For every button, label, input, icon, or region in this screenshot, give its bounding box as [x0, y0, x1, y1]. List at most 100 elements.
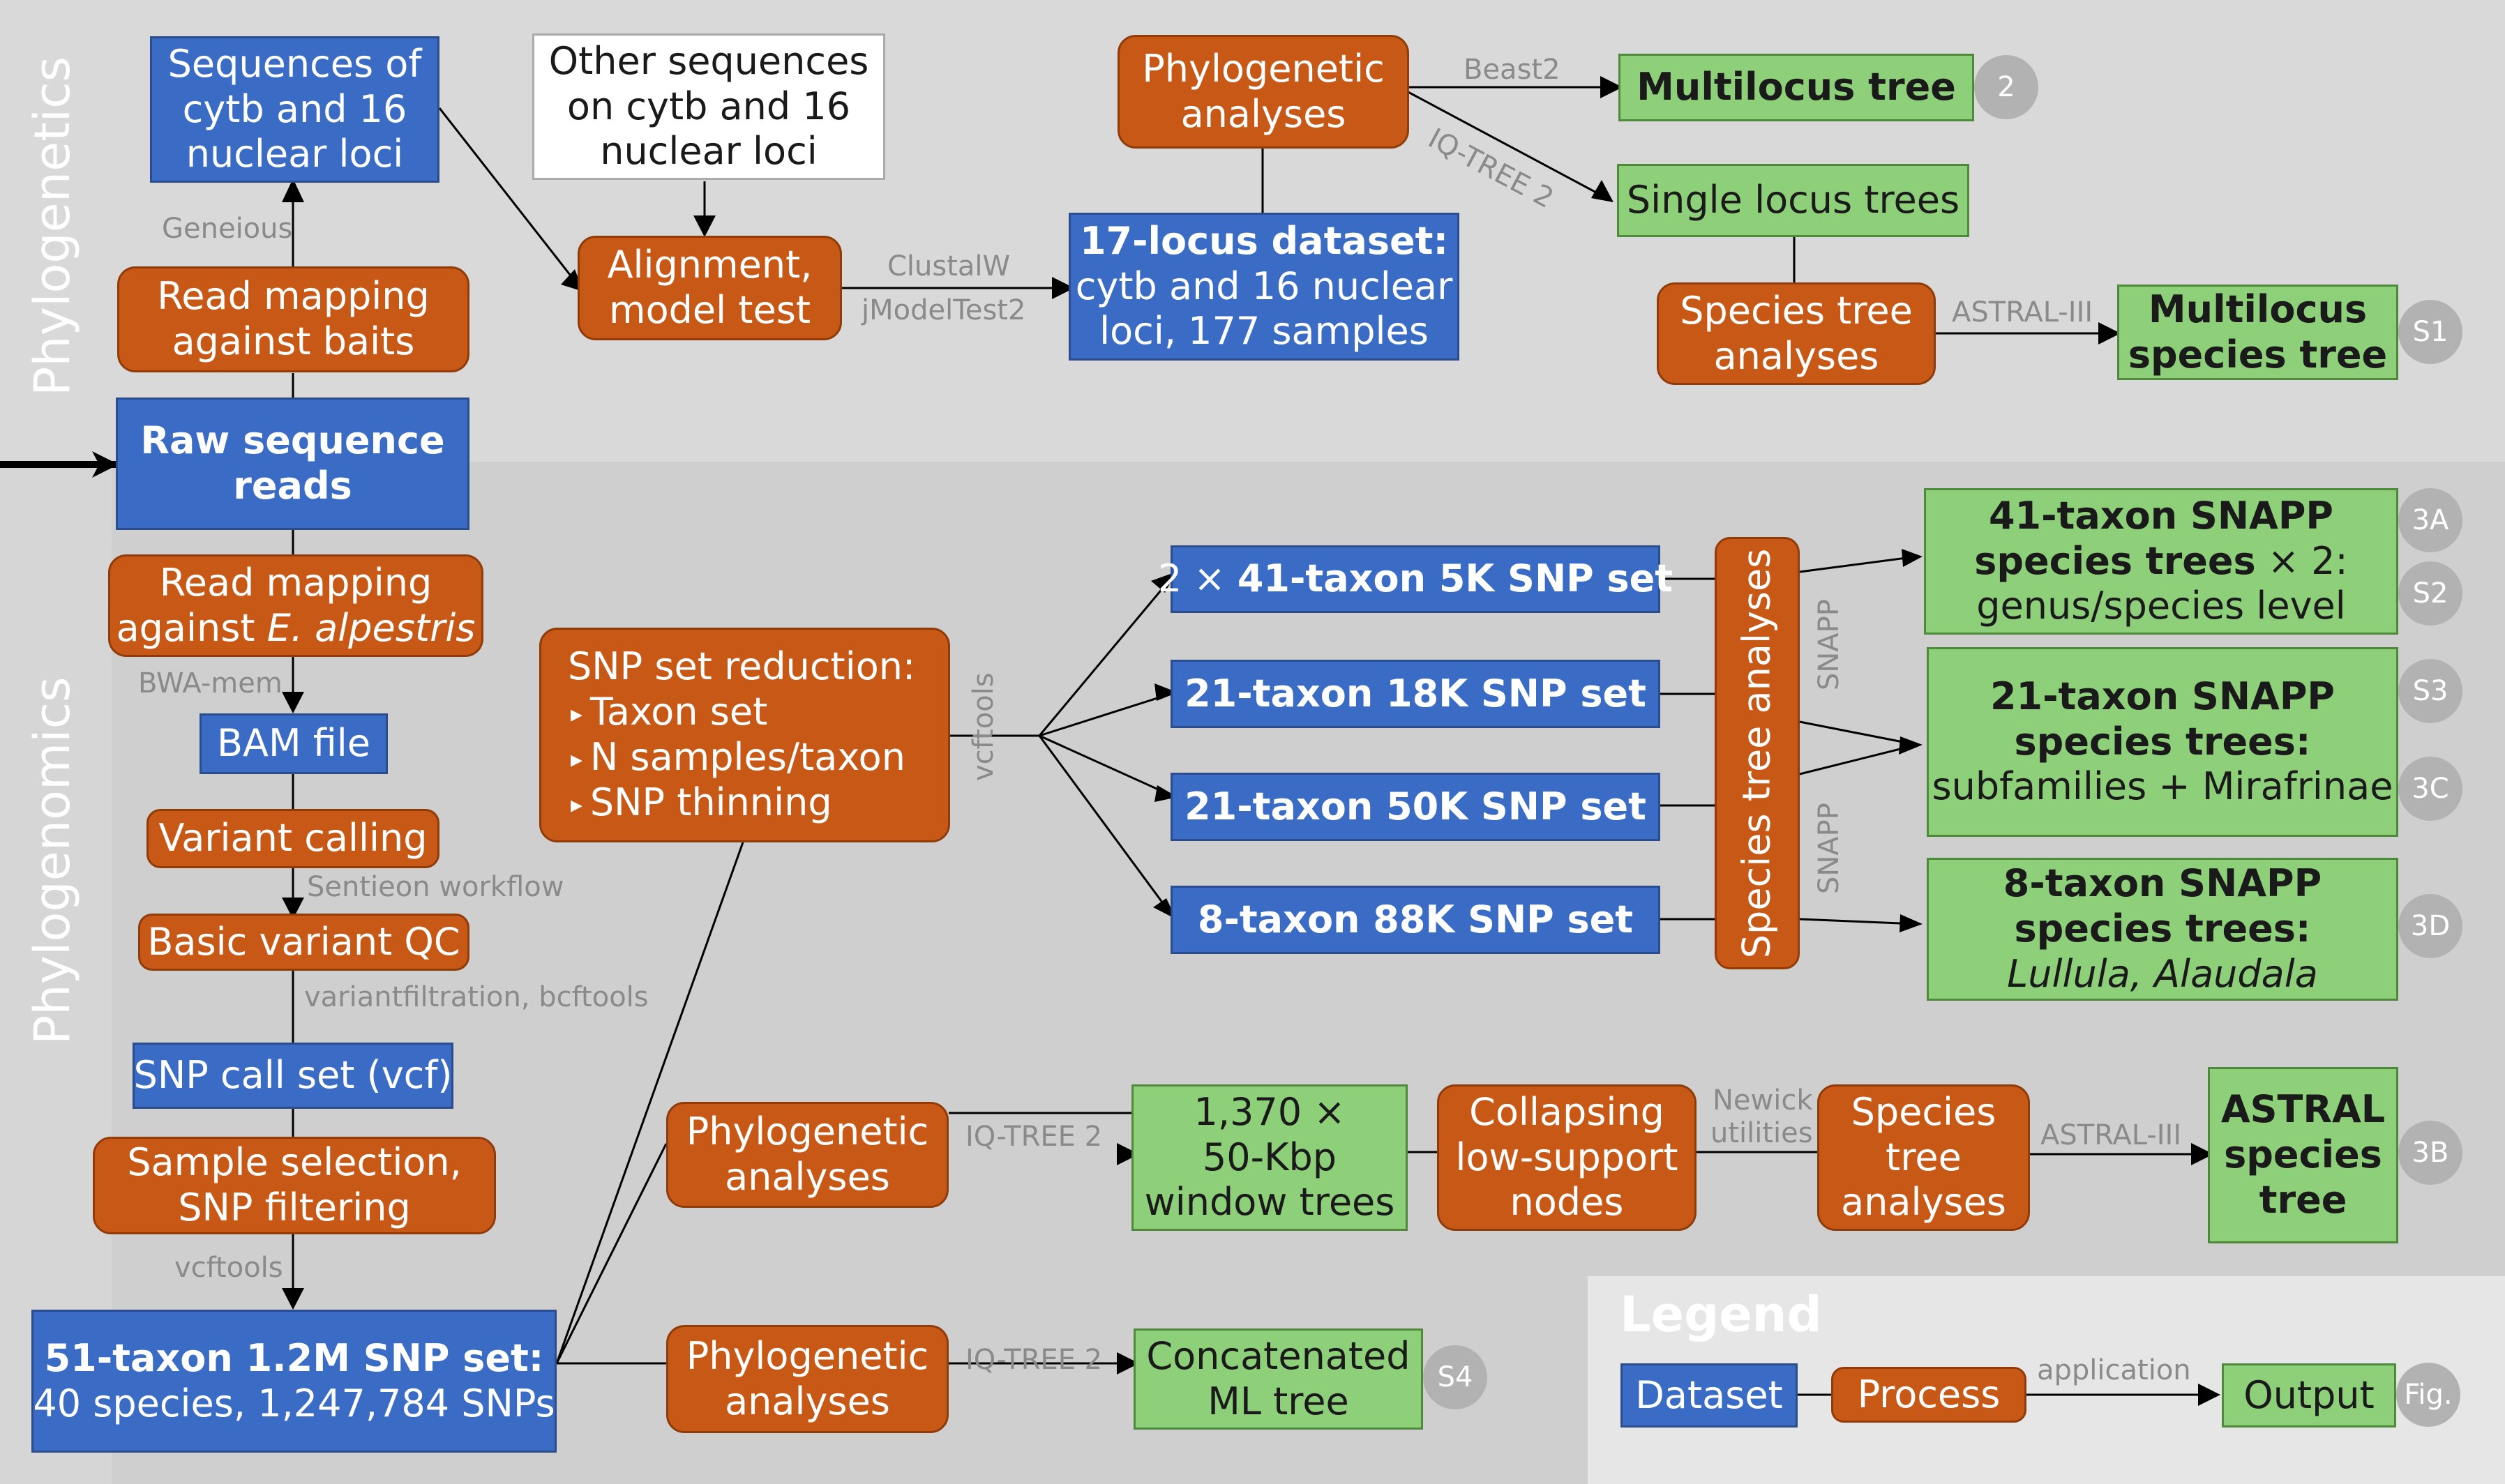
figure-ref-concatenated: S4: [1423, 1345, 1487, 1409]
node-multilocus-tree-text: Multilocus tree: [1637, 65, 1956, 109]
node-alignment-model-test: Alignment, model test: [578, 236, 842, 340]
node-basic-qc-text: Basic variant QC: [147, 919, 460, 964]
node-phylo-bot-line1: Phylogenetic: [686, 1333, 929, 1378]
node-snapp-21: 21-taxon SNAPP species trees: subfamilie…: [1927, 647, 2398, 837]
legend-output-text: Output: [2243, 1372, 2375, 1417]
node-raw-reads-line2: reads: [233, 464, 352, 508]
node-sample-selection-line2: SNP filtering: [178, 1186, 411, 1229]
node-read-mapping-baits-line1: Read mapping: [157, 274, 430, 319]
node-snp-call-set: SNP call set (vcf): [133, 1043, 453, 1109]
node-snapp-8: 8-taxon SNAPP species trees: Lullula, Al…: [1927, 858, 2398, 1001]
node-snp-set-21-18k: 21-taxon 18K SNP set: [1171, 660, 1660, 728]
node-window-trees-line1: 1,370 ×: [1194, 1089, 1346, 1134]
legend-process: Process: [1831, 1367, 2026, 1423]
node-concat-line2: ML tree: [1208, 1379, 1349, 1423]
node-raw-sequence-reads: Raw sequence reads: [116, 397, 469, 530]
label-astral-mid: ASTRAL-III: [2040, 1119, 2182, 1151]
node-snapp41-line3: genus/species level: [1976, 584, 2346, 628]
node-snapp8-line1: 8-taxon SNAPP: [2003, 861, 2322, 906]
node-species-mid-line1: Species: [1851, 1089, 1996, 1134]
node-astral-line1: ASTRAL: [2220, 1087, 2386, 1132]
node-window-trees-line2: 50-Kbp: [1202, 1135, 1337, 1179]
node-collapsing-nodes: Collapsing low-support nodes: [1437, 1084, 1697, 1231]
node-snp-set-8-88k: 8-taxon 88K SNP set: [1171, 886, 1660, 954]
node-concat-line1: Concatenated: [1146, 1333, 1411, 1378]
label-bwa-mem: BWA-mem: [138, 667, 283, 699]
figure-ref-snapp21-b: 3C: [2398, 757, 2462, 821]
node-read-mapping-baits: Read mapping against baits: [117, 266, 469, 372]
bullet-icon: ▸: [571, 700, 590, 729]
node-mlst-line1: Multilocus: [2148, 287, 2368, 331]
label-snapp-upper: SNAPP: [1813, 599, 1845, 690]
node-snp-reduction-item-1-text: Taxon set: [589, 690, 768, 734]
node-phylo-top-line1: Phylogenetic: [1142, 46, 1385, 91]
label-variantfiltration: variantfiltration, bcftools: [304, 981, 649, 1013]
node-17-locus-title: 17-locus dataset:: [1079, 218, 1449, 263]
node-bam-file: BAM file: [200, 713, 388, 774]
node-alignment-line2: model test: [608, 288, 811, 332]
label-iqtree2-bot: IQ-TREE 2: [965, 1344, 1103, 1376]
node-snapp21-line3: subfamilies + Mirafrinae: [1932, 764, 2393, 809]
node-read-mapping-baits-line2: against baits: [172, 319, 415, 363]
node-snapp8-line3: Lullula, Alaudala: [2007, 951, 2318, 996]
node-collapsing-line1: Collapsing: [1469, 1089, 1664, 1134]
node-snp-reduction-item-2-text: N samples/taxon: [589, 735, 905, 779]
node-snapp41-line1: 41-taxon SNAPP: [1988, 493, 2333, 538]
node-basic-variant-qc: Basic variant QC: [138, 914, 469, 971]
label-iqtree2-mid: IQ-TREE 2: [965, 1121, 1103, 1153]
figure-ref-snapp21-a: S3: [2398, 659, 2462, 723]
node-snp-reduction-title: SNP set reduction:: [568, 644, 916, 689]
figure-ref-snapp8: 3D: [2398, 894, 2462, 958]
node-phylogenetic-analyses-bot: Phylogenetic analyses: [666, 1325, 949, 1433]
node-collapsing-line2: low-support: [1455, 1135, 1678, 1179]
node-variant-calling-text: Variant calling: [158, 816, 428, 861]
node-read-mapping-alpestris: Read mapping against E. alpestris: [108, 554, 483, 657]
node-snp-reduction-item-2: ▸ N samples/taxon: [571, 735, 905, 780]
node-snapp41-line2-rest: × 2:: [2255, 538, 2348, 583]
node-alpestris-species: E. alpestris: [266, 605, 476, 650]
node-snp41-name: 41-taxon 5K SNP set: [1237, 556, 1673, 601]
node-snp-reduction-item-1: ▸ Taxon set: [571, 690, 767, 735]
node-phylo-mid-line1: Phylogenetic: [686, 1110, 929, 1154]
node-astral-species-tree: ASTRAL species tree: [2208, 1067, 2398, 1243]
node-other-sequences-line2: on cytb and 16: [566, 84, 851, 128]
legend-title: Legend: [1620, 1286, 1822, 1343]
node-snp-set-41: 2 × 41-taxon 5K SNP set: [1158, 545, 1673, 613]
node-multilocus-species-tree: Multilocus species tree: [2117, 285, 2398, 380]
node-snapp21-line1: 21-taxon SNAPP: [1989, 674, 2335, 718]
node-snapp8-line2: species trees:: [2014, 907, 2311, 951]
node-snapp21-line2: species trees:: [2014, 719, 2311, 764]
node-window-trees: 1,370 × 50-Kbp window trees: [1131, 1084, 1408, 1231]
node-species-tree-analyses-top: Species tree analyses: [1657, 282, 1936, 385]
node-species-tree-analyses-vertical: Species tree analyses: [1715, 537, 1800, 969]
node-single-locus-trees-text: Single locus trees: [1626, 178, 1960, 222]
node-snapp-41: 41-taxon SNAPP species trees × 2: genus/…: [1924, 488, 2398, 635]
label-beast2: Beast2: [1464, 54, 1560, 86]
node-sample-selection-line1: Sample selection,: [127, 1140, 462, 1185]
node-51-taxon-snp-set: 51-taxon 1.2M SNP set: 40 species, 1,247…: [31, 1310, 557, 1453]
bullet-icon: ▸: [571, 790, 590, 819]
node-51-taxon-line2: 40 species, 1,247,784 SNPs: [33, 1381, 555, 1425]
node-sequences-cytb-line2: cytb and 16: [182, 86, 407, 131]
node-snp8-text: 8-taxon 88K SNP set: [1197, 897, 1634, 941]
node-mlst-line2: species tree: [2128, 332, 2388, 377]
label-snapp-lower: SNAPP: [1813, 803, 1845, 894]
node-phylogenetic-analyses-top: Phylogenetic analyses: [1118, 35, 1409, 149]
node-51-taxon-title: 51-taxon 1.2M SNP set:: [44, 1335, 544, 1380]
node-17-locus-line3: loci, 177 samples: [1099, 309, 1429, 354]
legend-output: Output: [2222, 1363, 2396, 1428]
node-other-sequences: Other sequences on cytb and 16 nuclear l…: [532, 33, 885, 180]
node-snp-set-21-50k: 21-taxon 50K SNP set: [1171, 773, 1660, 841]
figure-ref-multilocus-species-tree: S1: [2398, 300, 2462, 364]
node-collapsing-line3: nodes: [1510, 1180, 1624, 1225]
node-snp21-18k-text: 21-taxon 18K SNP set: [1184, 671, 1646, 716]
legend-process-text: Process: [1857, 1372, 2001, 1416]
label-vcftools-left: vcftools: [174, 1252, 283, 1284]
node-variant-calling: Variant calling: [146, 809, 439, 868]
figure-ref-multilocus-tree: 2: [1974, 55, 2038, 119]
node-phylogenetic-analyses-mid: Phylogenetic analyses: [666, 1102, 949, 1208]
node-snp-call-set-text: SNP call set (vcf): [133, 1053, 453, 1098]
node-alpestris-line1: Read mapping: [159, 560, 432, 605]
